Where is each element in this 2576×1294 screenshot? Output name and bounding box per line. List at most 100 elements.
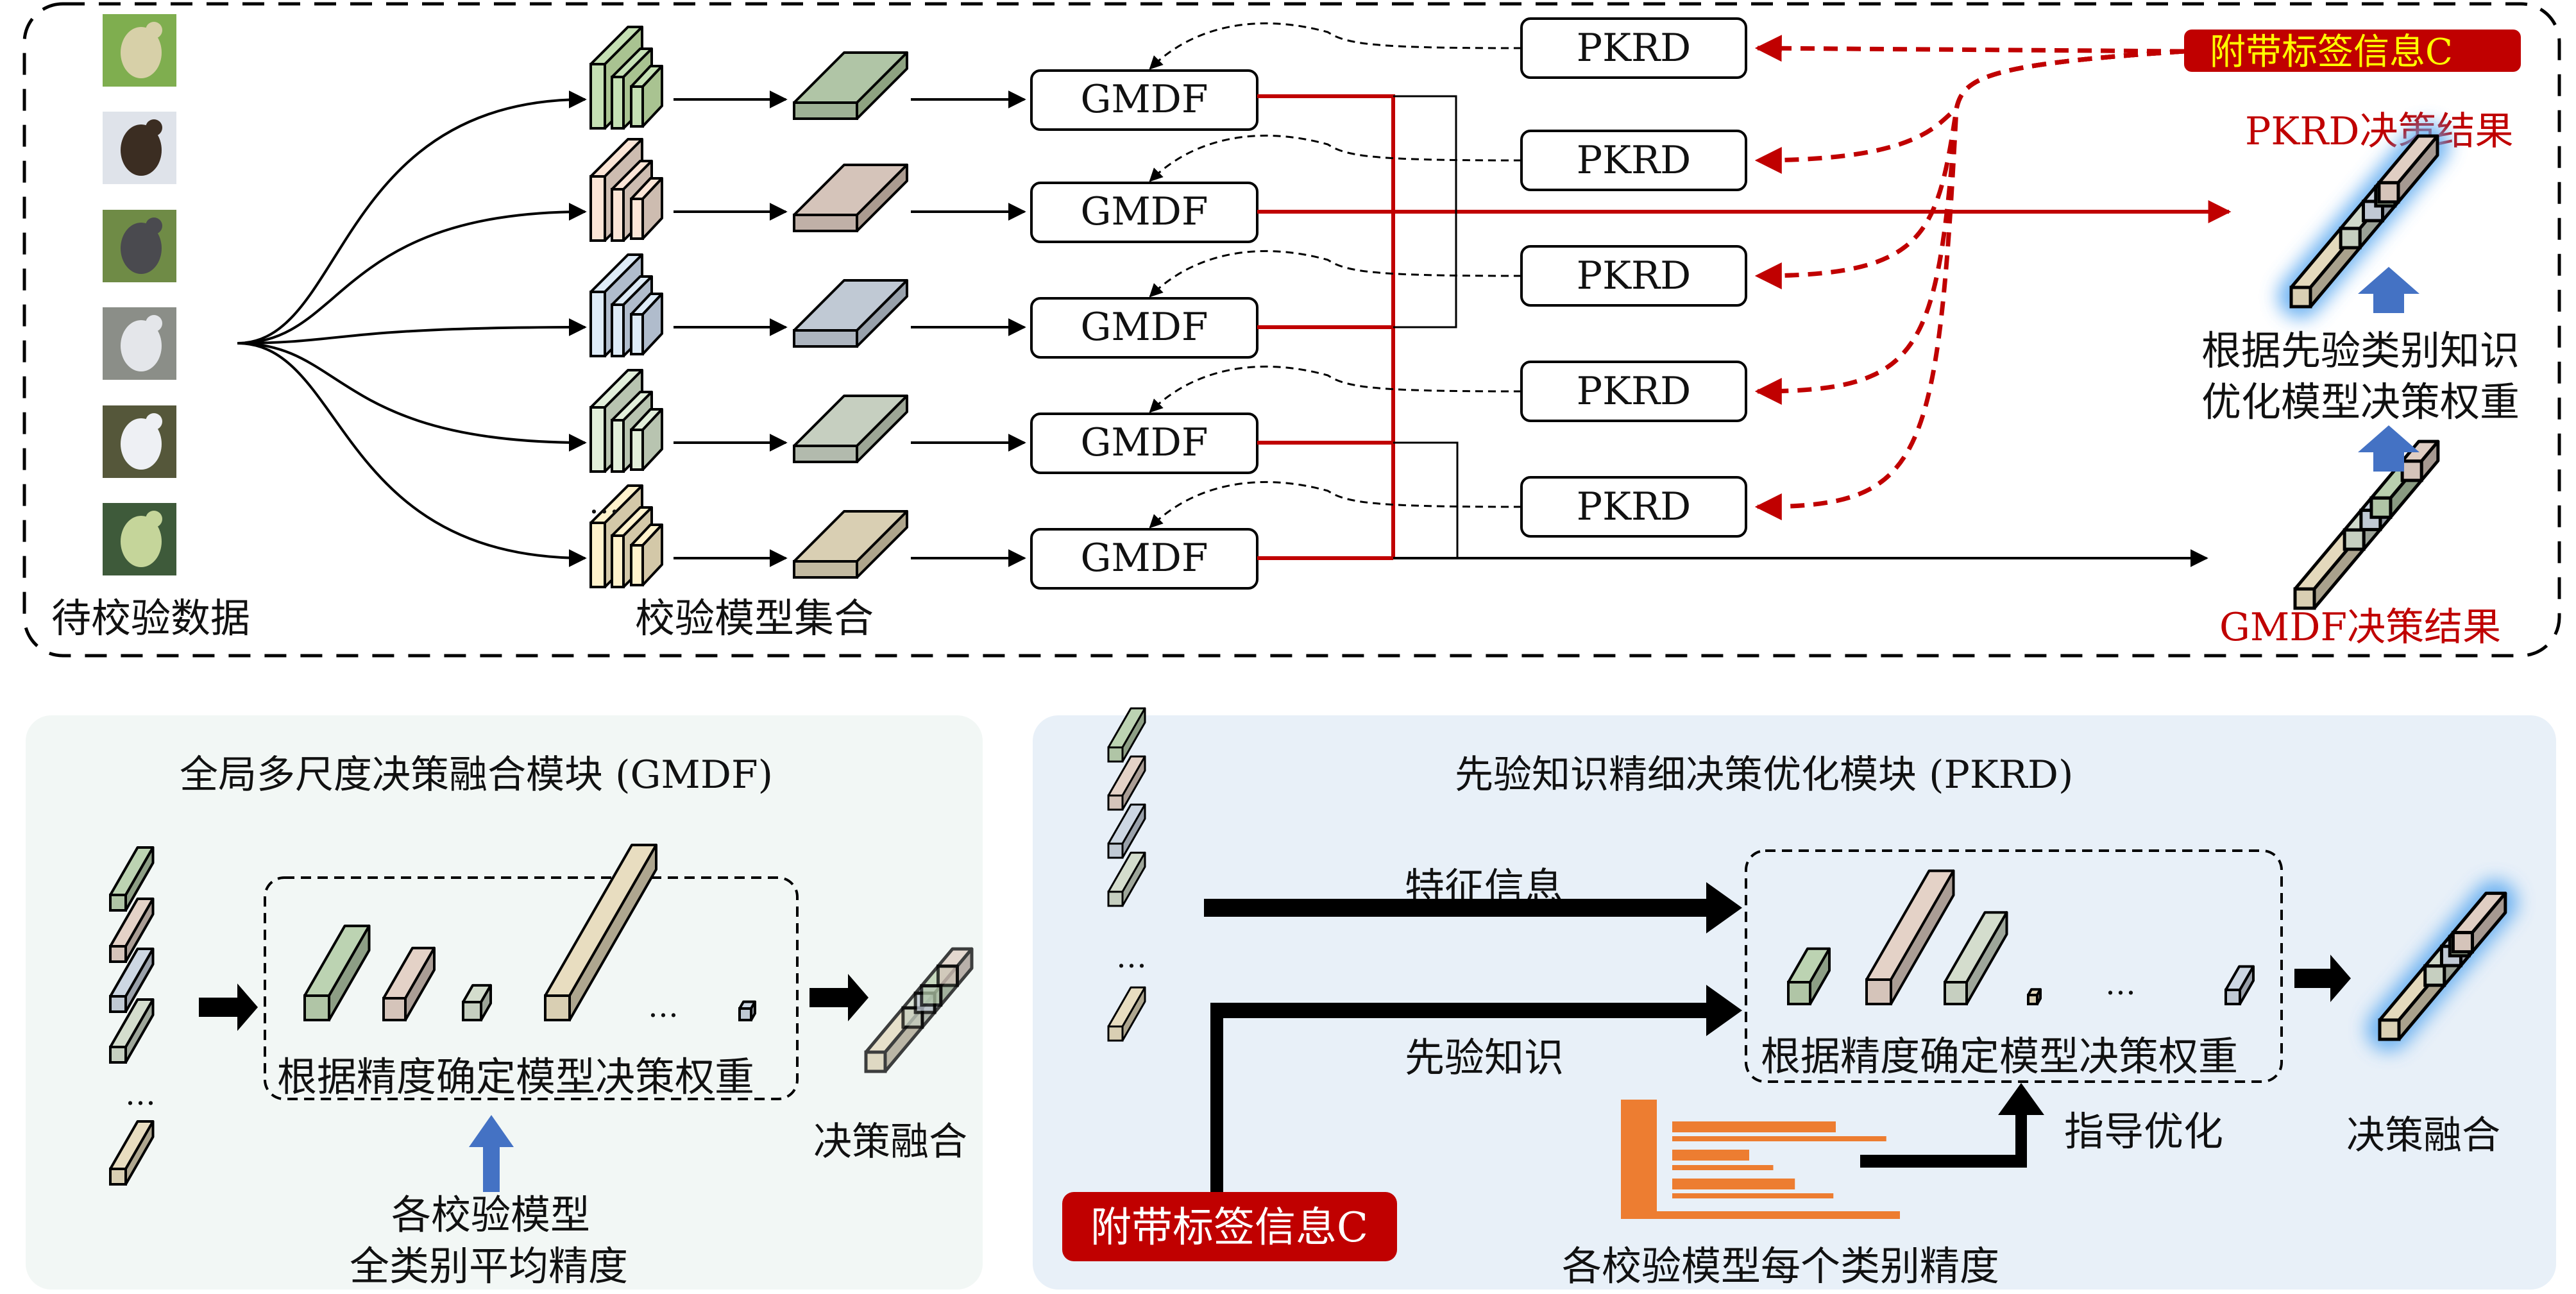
guide-optimize-arrow [1860,1083,2044,1168]
gmdf-weight-bar [544,844,657,1021]
gmdf-panel-title: 全局多尺度决策融合模块 (GMDF) [180,753,773,797]
input-images [103,14,176,575]
input-fan-arrows [237,90,587,567]
gmdf-in-arrow [199,983,258,1031]
bird-silhouette [121,124,162,176]
pkrd-fusion-bar [2366,880,2518,1051]
box-front-face [793,445,858,463]
feature-info-arrow [1204,882,1742,933]
model-stack [589,484,663,588]
box-front-face [109,995,127,1013]
model-plate [630,524,663,586]
box-front-face [611,419,625,473]
pkrd-weight-bar [1865,869,1955,1005]
pkrd-feedback-arrow [1149,135,1522,182]
box-front-face [109,1168,127,1186]
label-info-dashed-arrow [1754,49,2185,405]
feature-slab [793,51,908,120]
gmdf-weight-bars [303,844,756,1021]
bird-head [146,413,162,430]
gmdf-blue-up-arrow [469,1115,514,1192]
gmdf-box[interactable]: GMDF [1030,297,1258,359]
pkrd-box[interactable]: PKRD [1520,476,1747,538]
pkrd-box-label: PKRD [1577,253,1691,298]
pkrd-feedback-arrow [1149,481,1522,529]
blue-up-arrow-upper [2358,267,2419,313]
gmdf-box[interactable]: GMDF [1030,413,1258,474]
gmdf-boxes: GMDF GMDF GMDF GMDF GMDF [1030,69,1258,590]
blue-up-arrow-lower [2358,425,2419,472]
prior-knowledge-label: 先验知识 [1405,1034,1564,1081]
model-stack [589,369,663,473]
box-front-face [1107,794,1124,811]
pkrd-input-ellipsis: … [1116,939,1147,975]
gmdf-box[interactable]: GMDF [1030,528,1258,590]
pkrd-box[interactable]: PKRD [1520,245,1747,307]
box-front-face [589,522,606,588]
box-front-face [738,1007,752,1021]
pkrd-input-bars [1107,707,1146,1042]
pkrd-result-label: PKRD决策结果 [2245,109,2513,154]
per-class-caption: 各校验模型每个类别精度 [1562,1243,1999,1290]
model-plate [630,177,663,240]
pkrd-weight-bar [2027,988,2042,1005]
gmdf-box[interactable]: GMDF [1030,182,1258,243]
gmdf-box-label: GMDF [1080,77,1208,122]
pkrd-weight-caption: 根据精度确定模型决策权重 [1761,1033,2238,1080]
gmdf-weight-bar [738,1000,756,1021]
box-front-face [462,1001,482,1021]
pkrd-box[interactable]: PKRD [1520,130,1747,191]
bird-silhouette [121,223,162,274]
bird-silhouette [121,516,162,567]
bird-head [146,22,162,38]
prior-knowledge-arrow [1210,985,1742,1241]
gmdf-weight-bar [462,983,492,1021]
gmdf-result-bar [2293,439,2440,610]
pkrd-feedback-arrow [1149,22,1522,70]
box-front-face [793,214,858,232]
gmdf-box[interactable]: GMDF [1030,69,1258,131]
box-front-face [303,994,330,1021]
model-stack [589,253,663,357]
gmdf-out-arrow [809,974,869,1021]
accuracy-bar [1672,1136,1886,1141]
label-info-dashed-arrow [1754,35,2185,62]
gmdf-box-label: GMDF [1080,420,1208,465]
box-front-face [630,85,644,128]
bird-silhouette [121,320,162,371]
box-front-face [793,329,858,348]
model-set-ellipsis: … [589,485,620,521]
input-bird-image [103,112,176,184]
box-front-face [936,964,959,987]
box-front-face [1107,842,1124,859]
box-front-face [2377,181,2400,204]
pkrd-weight-bars [1787,869,2255,1005]
pkrd-input-bar [1107,707,1146,763]
input-bird-image [103,14,176,87]
pkrd-box[interactable]: PKRD [1520,17,1747,79]
gmdf-box-frame[interactable] [1030,69,1258,131]
label-info-dashed-arrow [1754,49,2185,174]
pkrd-box-label: PKRD [1577,369,1691,414]
pkrd-weight-bar [1944,911,2008,1005]
box-front-face [589,63,606,130]
pkrd-input-bar [1107,986,1146,1042]
box-front-face [109,1046,127,1064]
feature-slab [793,164,908,232]
pkrd-weight-box [1745,849,2283,1083]
box-front-face [2451,931,2474,954]
box-front-face [1107,1025,1124,1042]
box-front-face [2293,587,2316,610]
box-front-face [611,76,625,130]
bird-head [146,217,162,234]
box-front-face [2027,994,2038,1005]
box-front-face [1107,746,1124,763]
pkrd-box[interactable]: PKRD [1520,361,1747,422]
gmdf-weight-caption: 根据精度确定模型决策权重 [277,1053,754,1100]
pkrd-label-info-tag-text: 附带标签信息C [1090,1204,1368,1252]
fan-arrow [237,342,587,452]
pkrd-box-label: PKRD [1577,138,1691,183]
box-front-face [589,406,606,473]
box-front-face [382,997,407,1021]
model-stack [589,26,663,130]
